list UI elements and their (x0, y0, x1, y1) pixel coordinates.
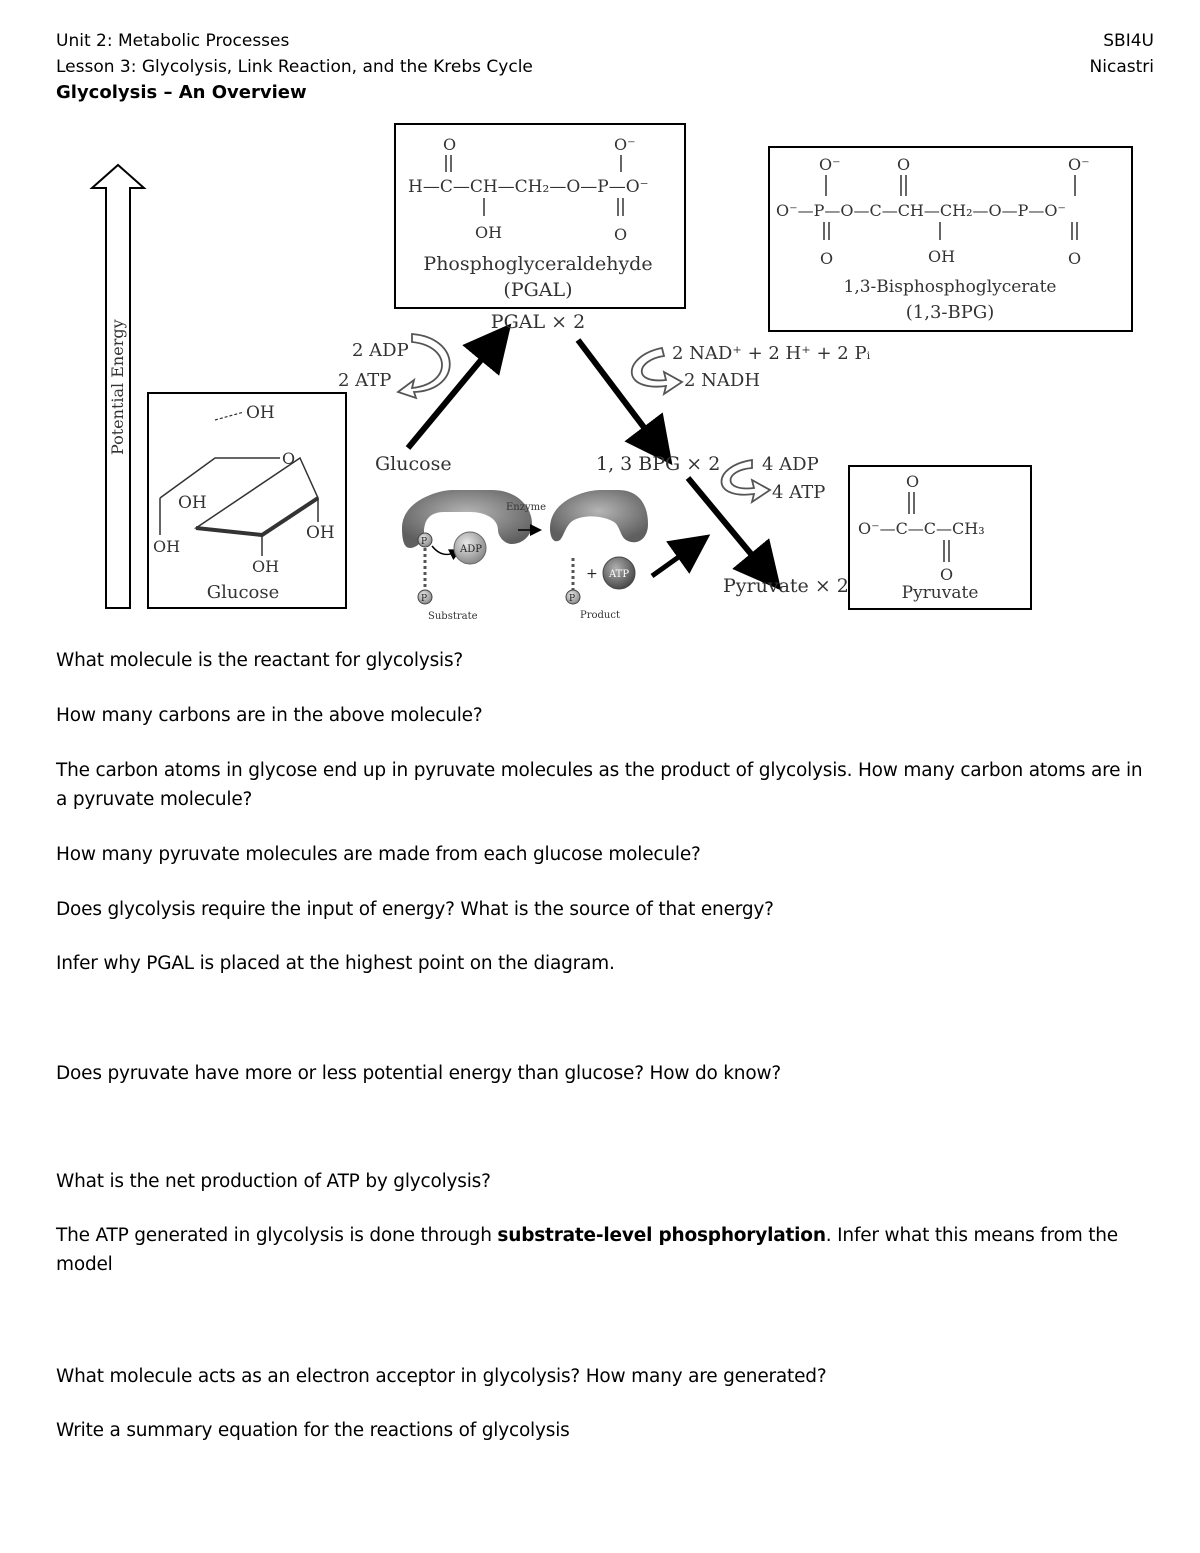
glucose-name: Glucose (207, 582, 280, 603)
pgal-bottom-o: O (614, 225, 627, 244)
nadh-out-label: 2 NADH (684, 370, 760, 391)
question-reactant: What molecule is the reactant for glycol… (56, 650, 464, 671)
enzyme-left-shape (402, 490, 532, 548)
atp-investment-curved-arrow (396, 333, 451, 400)
pgal-structure-box: O O⁻ H—C—CH—CH₂—O—P—O⁻ OH O Phosphoglyce… (394, 123, 686, 309)
bpg-x2-label: 1, 3 BPG × 2 (596, 453, 720, 475)
pgal-top-o: O (443, 135, 456, 154)
adp-ball-label: ADP (459, 544, 482, 555)
product-label: Product (580, 610, 620, 621)
question-substrate-level-phosphorylation: The ATP generated in glycolysis is done … (56, 1221, 1151, 1279)
bpg-name: 1,3-Bisphosphoglycerate (844, 277, 1057, 297)
glucose-to-pgal-arrow (405, 323, 512, 450)
pgal-top-o-minus: O⁻ (614, 135, 636, 154)
question-pyruvate-energy: Does pyruvate have more or less potentia… (56, 1063, 781, 1084)
potential-energy-label: Potential Energy (108, 319, 127, 455)
lesson-title: Lesson 3: Glycolysis, Link Reaction, and… (56, 57, 533, 77)
enzyme-label: Enzyme (506, 502, 546, 513)
glucose-oh-bottom: OH (252, 557, 279, 576)
course-code: SBI4U (1103, 31, 1154, 51)
model-to-pathway-arrow (650, 534, 711, 579)
atp-payoff-curved-arrow (720, 458, 772, 505)
potential-energy-arrow: Potential Energy (89, 163, 147, 609)
bpg-top-o-left: O⁻ (819, 155, 841, 174)
pyruvate-top-o: O (906, 472, 919, 491)
glucose-ring-o: O (282, 449, 295, 468)
bpg-bottom-o-right: O (1068, 249, 1081, 268)
question-phos-after: . Infer what this means from the model (56, 1225, 1118, 1275)
bpg-to-pyruvate-arrow (685, 476, 782, 591)
question-net-atp: What is the net production of ATP by gly… (56, 1171, 491, 1192)
glucose-oh-left-top: OH (178, 493, 207, 513)
section-title: Glycolysis – An Overview (56, 82, 307, 103)
nad-curved-arrow (630, 346, 684, 397)
plus-sign: + (586, 566, 598, 582)
substrate-p-top: P (421, 537, 427, 547)
question-summary-equation: Write a summary equation for the reactio… (56, 1420, 570, 1441)
question-phos-before: The ATP generated in glycolysis is done … (56, 1225, 498, 1246)
unit-title: Unit 2: Metabolic Processes (56, 31, 290, 51)
page-header-left: Unit 2: Metabolic Processes Lesson 3: Gl… (56, 28, 533, 106)
bpg-top-o-mid: O (897, 155, 910, 174)
question-energy-input: Does glycolysis require the input of ene… (56, 899, 774, 920)
question-pgal-highest: Infer why PGAL is placed at the highest … (56, 953, 615, 974)
bpg-structure-box: O⁻ O O⁻ O⁻—P—O—C—CH—CH₂—O—P—O⁻ O OH O 1,… (768, 146, 1133, 332)
substrate-p-bottom: P (421, 594, 427, 604)
glucose-oh-left: OH (153, 537, 180, 556)
pgal-name: Phosphoglyceraldehyde (423, 253, 652, 275)
bpg-oh: OH (928, 247, 955, 266)
pgal-abbr: (PGAL) (503, 279, 572, 301)
glucose-ch2oh: OH (246, 403, 275, 423)
glucose-structure-box: OH O OH OH OH OH Glucose (147, 392, 347, 609)
glucose-label: Glucose (375, 453, 452, 475)
atp4-out-label: 4 ATP (772, 482, 825, 503)
question-phos-bold: substrate-level phosphorylation (497, 1225, 826, 1246)
pyruvate-bottom-o: O (940, 565, 953, 584)
pgal-to-bpg-arrow (575, 338, 673, 466)
question-carbons: How many carbons are in the above molecu… (56, 705, 483, 726)
question-pyruvate-count: How many pyruvate molecules are made fro… (56, 844, 701, 865)
pgal-x2-label: PGAL × 2 (491, 311, 585, 333)
teacher-name: Nicastri (1089, 57, 1154, 77)
pyruvate-name: Pyruvate (902, 583, 979, 603)
pgal-chain: H—C—CH—CH₂—O—P—O⁻ (408, 177, 649, 197)
glucose-oh-right: OH (306, 523, 335, 543)
substrate-label: Substrate (428, 611, 478, 622)
enzyme-phosphorylation-model: Enzyme P P ADP P + ATP Substrate Product (402, 490, 648, 622)
pyruvate-chain: O⁻—C—C—CH₃ (858, 519, 985, 538)
bpg-chain: O⁻—P—O—C—CH—CH₂—O—P—O⁻ (776, 201, 1066, 220)
pyruvate-x2-label: Pyruvate × 2 (723, 575, 849, 597)
adp-in-label: 2 ADP (352, 340, 409, 361)
nad-in-label: 2 NAD⁺ + 2 H⁺ + 2 Pᵢ (672, 343, 871, 364)
atp-out-label: 2 ATP (338, 370, 391, 391)
page-header-right: SBI4U Nicastri (1090, 28, 1154, 80)
enzyme-right-shape (550, 490, 648, 543)
question-electron-acceptor: What molecule acts as an electron accept… (56, 1366, 827, 1387)
bpg-bottom-o-left: O (820, 249, 833, 268)
bpg-top-o-right: O⁻ (1068, 155, 1090, 174)
product-p: P (569, 594, 575, 604)
bpg-abbr: (1,3-BPG) (906, 302, 994, 323)
pyruvate-structure-box: O O⁻—C—C—CH₃ O Pyruvate (848, 465, 1032, 610)
adp4-in-label: 4 ADP (762, 454, 819, 475)
glycolysis-diagram: Potential Energy O O⁻ H—C—CH—CH₂—O—P—O⁻ … (89, 123, 1133, 622)
pgal-oh: OH (475, 223, 502, 242)
question-pyruvate-carbons: The carbon atoms in glycose end up in py… (56, 760, 1143, 810)
atp-ball-label: ATP (608, 569, 629, 580)
